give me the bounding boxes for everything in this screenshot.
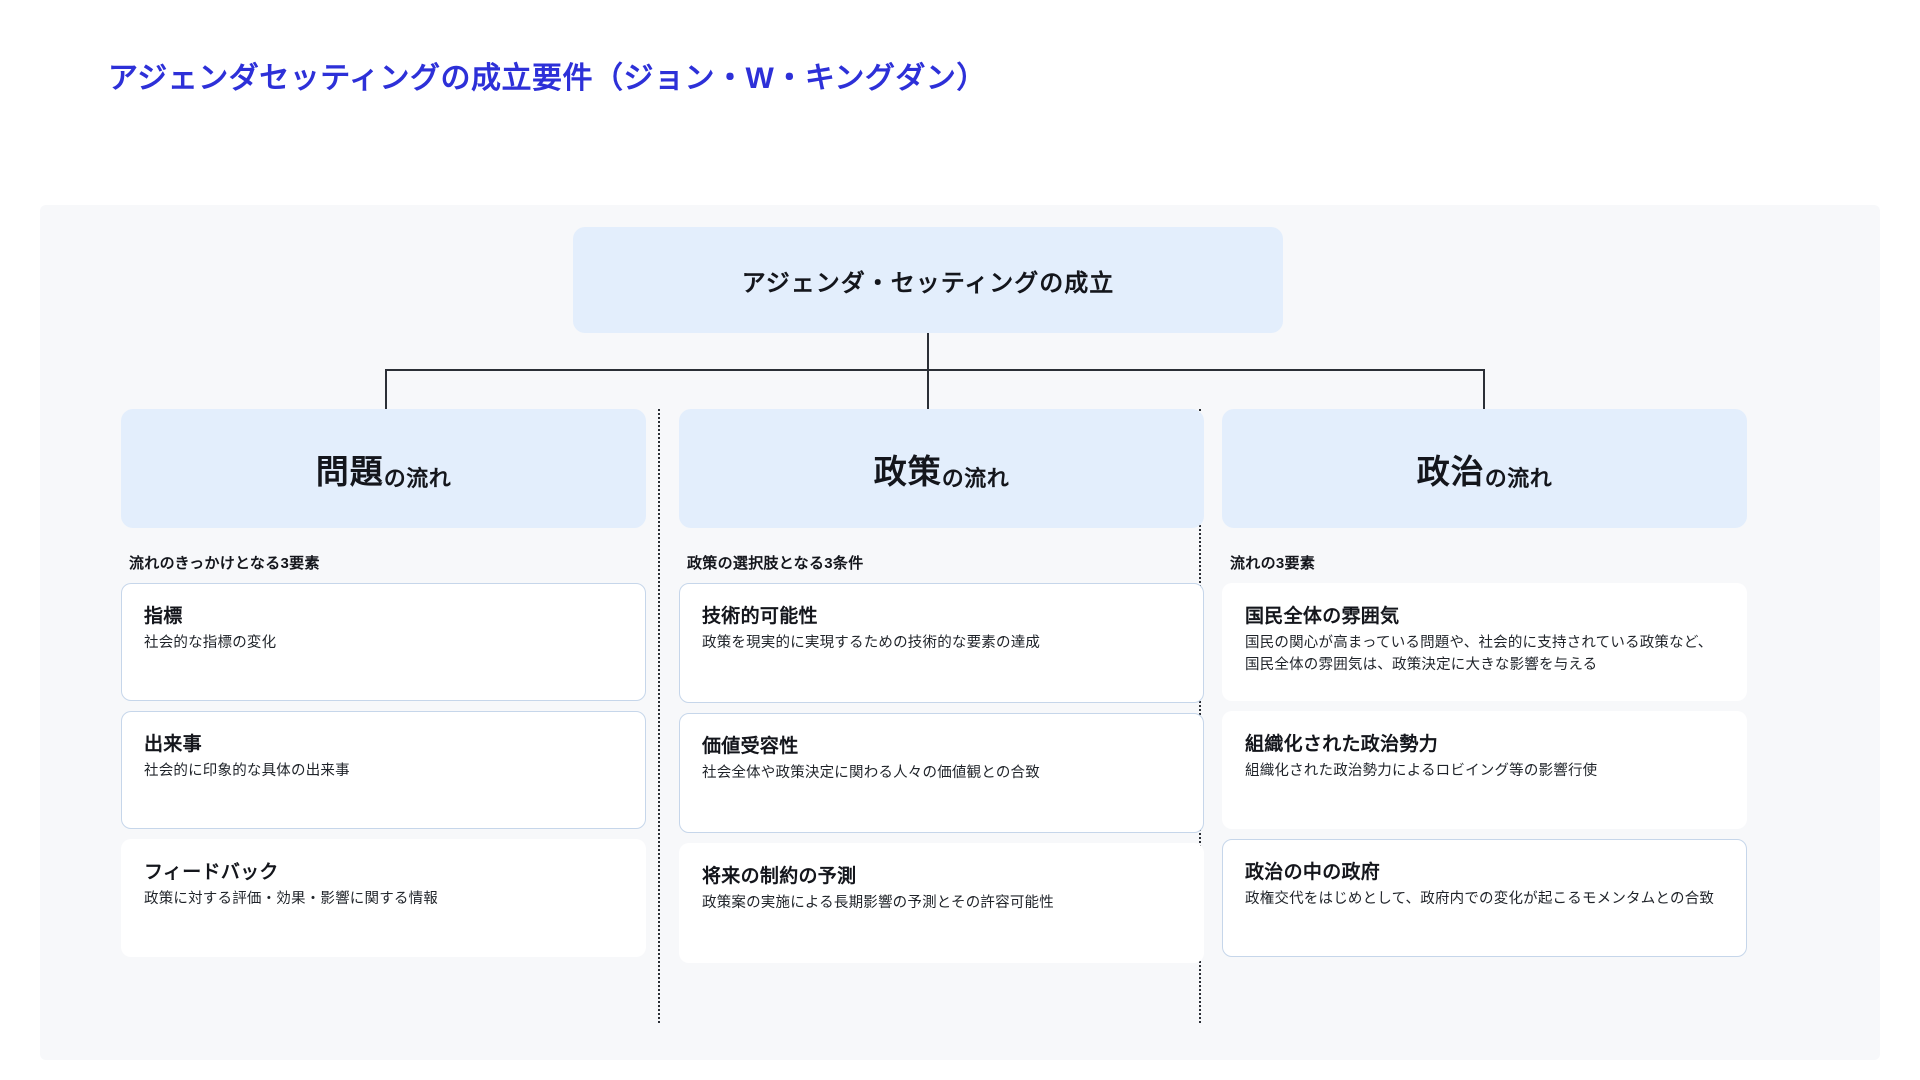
connector-drop-center (927, 369, 929, 409)
card-description: 国民の関心が高まっている問題や、社会的に支持されている政策など、国民全体の雰囲気… (1245, 634, 1713, 673)
column-problem-stream: 問題 の流れ 流れのきっかけとなる3要素 指標 社会的な指標の変化 出来事 社会… (121, 409, 646, 967)
card-description: 社会的に印象的な具体の出来事 (144, 762, 350, 779)
card-item[interactable]: 組織化された政治勢力 組織化された政治勢力によるロビイング等の影響行使 (1222, 711, 1747, 829)
card-description: 組織化された政治勢力によるロビイング等の影響行使 (1245, 762, 1598, 779)
card-description: 政策に対する評価・効果・影響に関する情報 (144, 890, 438, 907)
card-description: 政策を現実的に実現するための技術的な要素の達成 (702, 634, 1041, 651)
card-title: 政治の中の政府 (1245, 862, 1381, 883)
card-item[interactable]: 指標 社会的な指標の変化 (121, 583, 646, 701)
card-list: 技術的可能性 政策を現実的に実現するための技術的な要素の達成 価値受容性 社会全… (679, 583, 1204, 963)
card-description: 社会全体や政策決定に関わる人々の価値観との合致 (702, 764, 1040, 781)
card-title: 指標 (144, 606, 183, 627)
column-header-main: 政治 (1416, 452, 1485, 490)
column-header-sub: の流れ (383, 466, 452, 491)
card-list: 国民全体の雰囲気 国民の関心が高まっている問題や、社会的に支持されている政策など… (1222, 583, 1747, 957)
card-title: 組織化された政治勢力 (1245, 734, 1439, 755)
column-header-policy: 政策 の流れ (679, 409, 1204, 528)
root-node: アジェンダ・セッティングの成立 (573, 227, 1283, 333)
card-title: フィードバック (144, 862, 279, 883)
column-header-main: 政策 (873, 452, 942, 490)
connector-horizontal-bar (385, 369, 1484, 371)
page-title: アジェンダセッティングの成立要件（ジョン・W・キングダン） (108, 62, 987, 95)
connector-drop-right (1483, 369, 1485, 409)
root-node-label: アジェンダ・セッティングの成立 (741, 269, 1115, 297)
column-header-problem: 問題 の流れ (121, 409, 646, 528)
card-title: 国民全体の雰囲気 (1245, 606, 1400, 627)
card-title: 将来の制約の予測 (702, 866, 857, 887)
card-item[interactable]: 技術的可能性 政策を現実的に実現するための技術的な要素の達成 (679, 583, 1204, 703)
card-item[interactable]: 出来事 社会的に印象的な具体の出来事 (121, 711, 646, 829)
column-header-sub: の流れ (1484, 466, 1553, 491)
card-item[interactable]: フィードバック 政策に対する評価・効果・影響に関する情報 (121, 839, 646, 957)
column-caption: 流れのきっかけとなる3要素 (129, 555, 320, 572)
column-divider-1 (658, 409, 660, 1023)
card-description: 政策案の実施による長期影響の予測とその許容可能性 (702, 894, 1054, 911)
card-title: 価値受容性 (702, 736, 799, 757)
card-item[interactable]: 将来の制約の予測 政策案の実施による長期影響の予測とその許容可能性 (679, 843, 1204, 963)
card-description: 政権交代をはじめとして、政府内での変化が起こるモメンタムとの合致 (1245, 890, 1715, 907)
card-list: 指標 社会的な指標の変化 出来事 社会的に印象的な具体の出来事 フィードバック … (121, 583, 646, 957)
column-caption: 政策の選択肢となる3条件 (687, 555, 864, 572)
card-item[interactable]: 国民全体の雰囲気 国民の関心が高まっている問題や、社会的に支持されている政策など… (1222, 583, 1747, 701)
column-caption: 流れの3要素 (1230, 555, 1316, 572)
card-item[interactable]: 価値受容性 社会全体や政策決定に関わる人々の価値観との合致 (679, 713, 1204, 833)
column-header-sub: の流れ (941, 466, 1010, 491)
column-header-main: 問題 (315, 452, 384, 490)
connector-drop-left (385, 369, 387, 409)
card-item[interactable]: 政治の中の政府 政権交代をはじめとして、政府内での変化が起こるモメンタムとの合致 (1222, 839, 1747, 957)
card-description: 社会的な指標の変化 (144, 634, 277, 651)
column-politics-stream: 政治 の流れ 流れの3要素 国民全体の雰囲気 国民の関心が高まっている問題や、社… (1222, 409, 1747, 967)
column-policy-stream: 政策 の流れ 政策の選択肢となる3条件 技術的可能性 政策を現実的に実現するため… (679, 409, 1204, 973)
card-title: 出来事 (144, 734, 202, 755)
column-header-politics: 政治 の流れ (1222, 409, 1747, 528)
card-title: 技術的可能性 (702, 606, 818, 627)
connector-root-stem (927, 333, 929, 369)
